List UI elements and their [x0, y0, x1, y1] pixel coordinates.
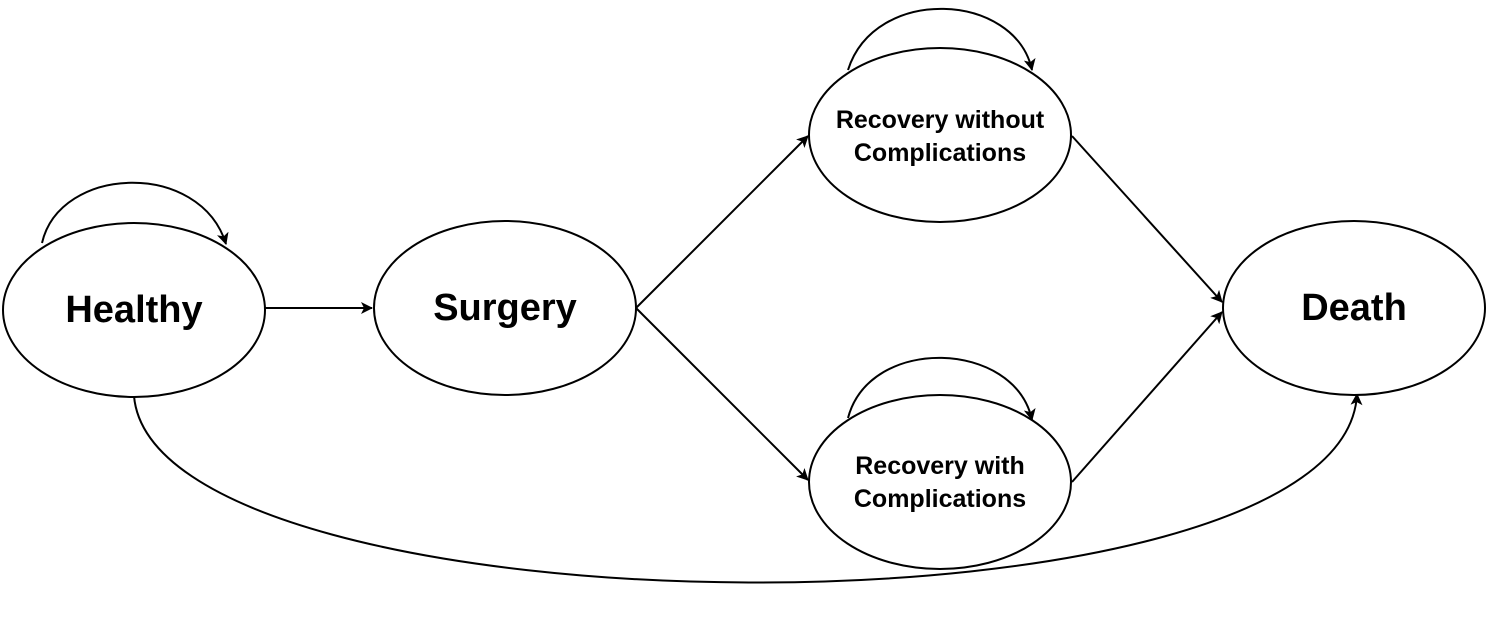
node-death: Death — [1222, 220, 1486, 396]
edge-surgery-to-recovery-without — [635, 135, 809, 309]
node-healthy-label: Healthy — [65, 289, 202, 331]
node-surgery: Surgery — [373, 220, 637, 396]
node-recovery-with-label-line2: Complications — [854, 485, 1026, 513]
edge-recovery-without-to-death — [1071, 135, 1223, 303]
node-recovery-with-complications: Recovery with Complications — [808, 394, 1072, 570]
edge-recovery-with-self-loop — [847, 356, 1036, 421]
node-death-label: Death — [1301, 287, 1407, 329]
edge-healthy-self-loop — [41, 181, 229, 245]
edge-recovery-with-to-death — [1071, 311, 1223, 483]
edge-surgery-to-recovery-with — [635, 307, 809, 481]
edge-healthy-to-death — [133, 393, 1363, 584]
node-recovery-without-complications: Recovery without Complications — [808, 47, 1072, 223]
node-recovery-without-label-line1: Recovery without — [836, 106, 1045, 134]
node-recovery-without-label-line2: Complications — [854, 139, 1026, 167]
edge-recovery-without-self-loop — [847, 7, 1036, 71]
node-surgery-label: Surgery — [433, 287, 577, 329]
node-recovery-with-label-line1: Recovery with — [855, 452, 1025, 480]
node-healthy: Healthy — [2, 222, 266, 398]
